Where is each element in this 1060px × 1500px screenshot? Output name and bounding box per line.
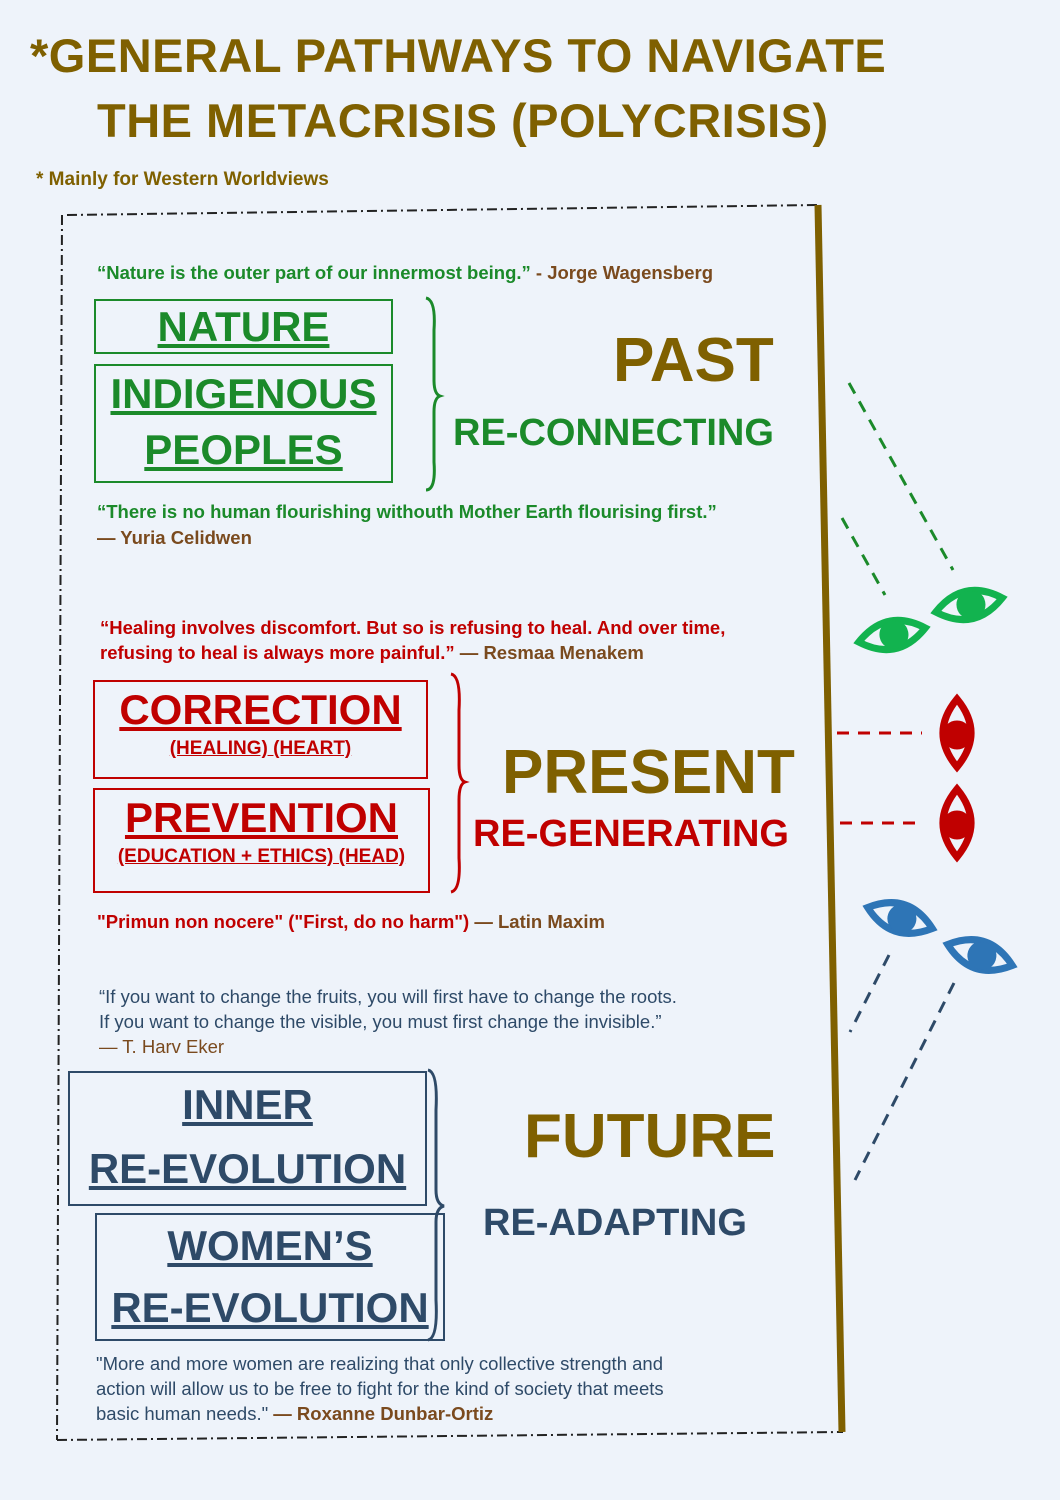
box-line: WOMEN’S — [167, 1222, 373, 1269]
box-line: INNER — [182, 1081, 313, 1128]
quote-author: - Jorge Wagensberg — [530, 262, 714, 283]
box-line: INDIGENOUS — [110, 370, 377, 417]
nature-box: NATURE — [94, 299, 393, 354]
heading-future: FUTURE — [524, 1102, 776, 1171]
green-eye-icon — [856, 614, 928, 656]
title-line-1: *GENERAL PATHWAYS TO NAVIGATE — [30, 29, 887, 82]
quote-author: — Latin Maxim — [469, 911, 605, 932]
subheading-readapting: RE-ADAPTING — [483, 1202, 747, 1244]
inner-re-evolution-box: INNER RE-EVOLUTION — [68, 1071, 427, 1206]
brace-present — [450, 672, 470, 894]
past-quote-top: “Nature is the outer part of our innermo… — [97, 260, 713, 285]
quote-author: — Roxanne Dunbar-Ortiz — [268, 1403, 494, 1424]
present-quote-top-line2: refusing to heal is always more painful.… — [100, 640, 644, 665]
blue-eye-icon — [943, 931, 1016, 979]
sight-lines — [837, 382, 956, 1181]
future-quote-top-author: — T. Harv Eker — [99, 1036, 225, 1057]
heading-past: PAST — [613, 326, 774, 395]
box-title: CORRECTION — [119, 686, 402, 733]
future-quote-bottom-line3: basic human needs." — Roxanne Dunbar-Ort… — [96, 1401, 493, 1426]
future-quote-top: “If you want to change the fruits, you w… — [99, 986, 677, 1007]
box-subtitle: (EDUCATION + ETHICS) (HEAD) — [117, 846, 406, 867]
correction-box: CORRECTION (HEALING) (HEART) — [93, 680, 428, 779]
green-eye-icon — [933, 584, 1005, 626]
future-quote-bottom-line2: action will allow us to be free to fight… — [96, 1378, 664, 1399]
quote-author: — Resmaa Menakem — [454, 642, 644, 663]
past-quote-bottom: “There is no human flourishing withouth … — [97, 501, 717, 522]
heading-present: PRESENT — [502, 738, 795, 807]
quote-text: "Primun non nocere" ("First, do no harm"… — [97, 911, 470, 932]
red-eye-icon — [943, 699, 971, 767]
box-title: PREVENTION — [124, 794, 399, 841]
subheading-reconnecting: RE-CONNECTING — [453, 412, 774, 454]
quote-text: refusing to heal is always more painful.… — [100, 642, 455, 663]
blue-eye-icon — [863, 894, 936, 942]
present-quote-bottom: "Primun non nocere" ("First, do no harm"… — [97, 909, 605, 934]
past-quote-bottom-author: — Yuria Celidwen — [97, 527, 252, 548]
dashed-frame — [56, 204, 844, 1441]
quote-text: basic human needs." — [96, 1403, 269, 1424]
future-quote-top-line2: If you want to change the visible, you m… — [99, 1011, 662, 1032]
box-line: RE-EVOLUTION — [111, 1284, 429, 1331]
brace-past — [425, 296, 445, 492]
timeline-bar — [814, 204, 846, 1433]
subheading-regenerating: RE-GENERATING — [473, 813, 789, 855]
box-line: RE-EVOLUTION — [88, 1145, 407, 1192]
prevention-box: PREVENTION (EDUCATION + ETHICS) (HEAD) — [93, 788, 430, 893]
box-line: PEOPLES — [144, 426, 343, 473]
womens-re-evolution-box: WOMEN’S RE-EVOLUTION — [95, 1213, 445, 1341]
present-quote-top: “Healing involves discomfort. But so is … — [100, 617, 726, 638]
red-eye-icon — [943, 789, 971, 857]
brace-future — [427, 1068, 445, 1342]
quote-text: “Nature is the outer part of our innermo… — [97, 262, 531, 283]
title-line-2: THE METACRISIS (POLYCRISIS) — [97, 94, 829, 147]
indigenous-peoples-box: INDIGENOUS PEOPLES — [94, 364, 393, 483]
box-subtitle: (HEALING) (HEART) — [169, 738, 352, 759]
future-quote-bottom: "More and more women are realizing that … — [96, 1353, 663, 1374]
subtitle-note: * Mainly for Western Worldviews — [36, 169, 329, 190]
